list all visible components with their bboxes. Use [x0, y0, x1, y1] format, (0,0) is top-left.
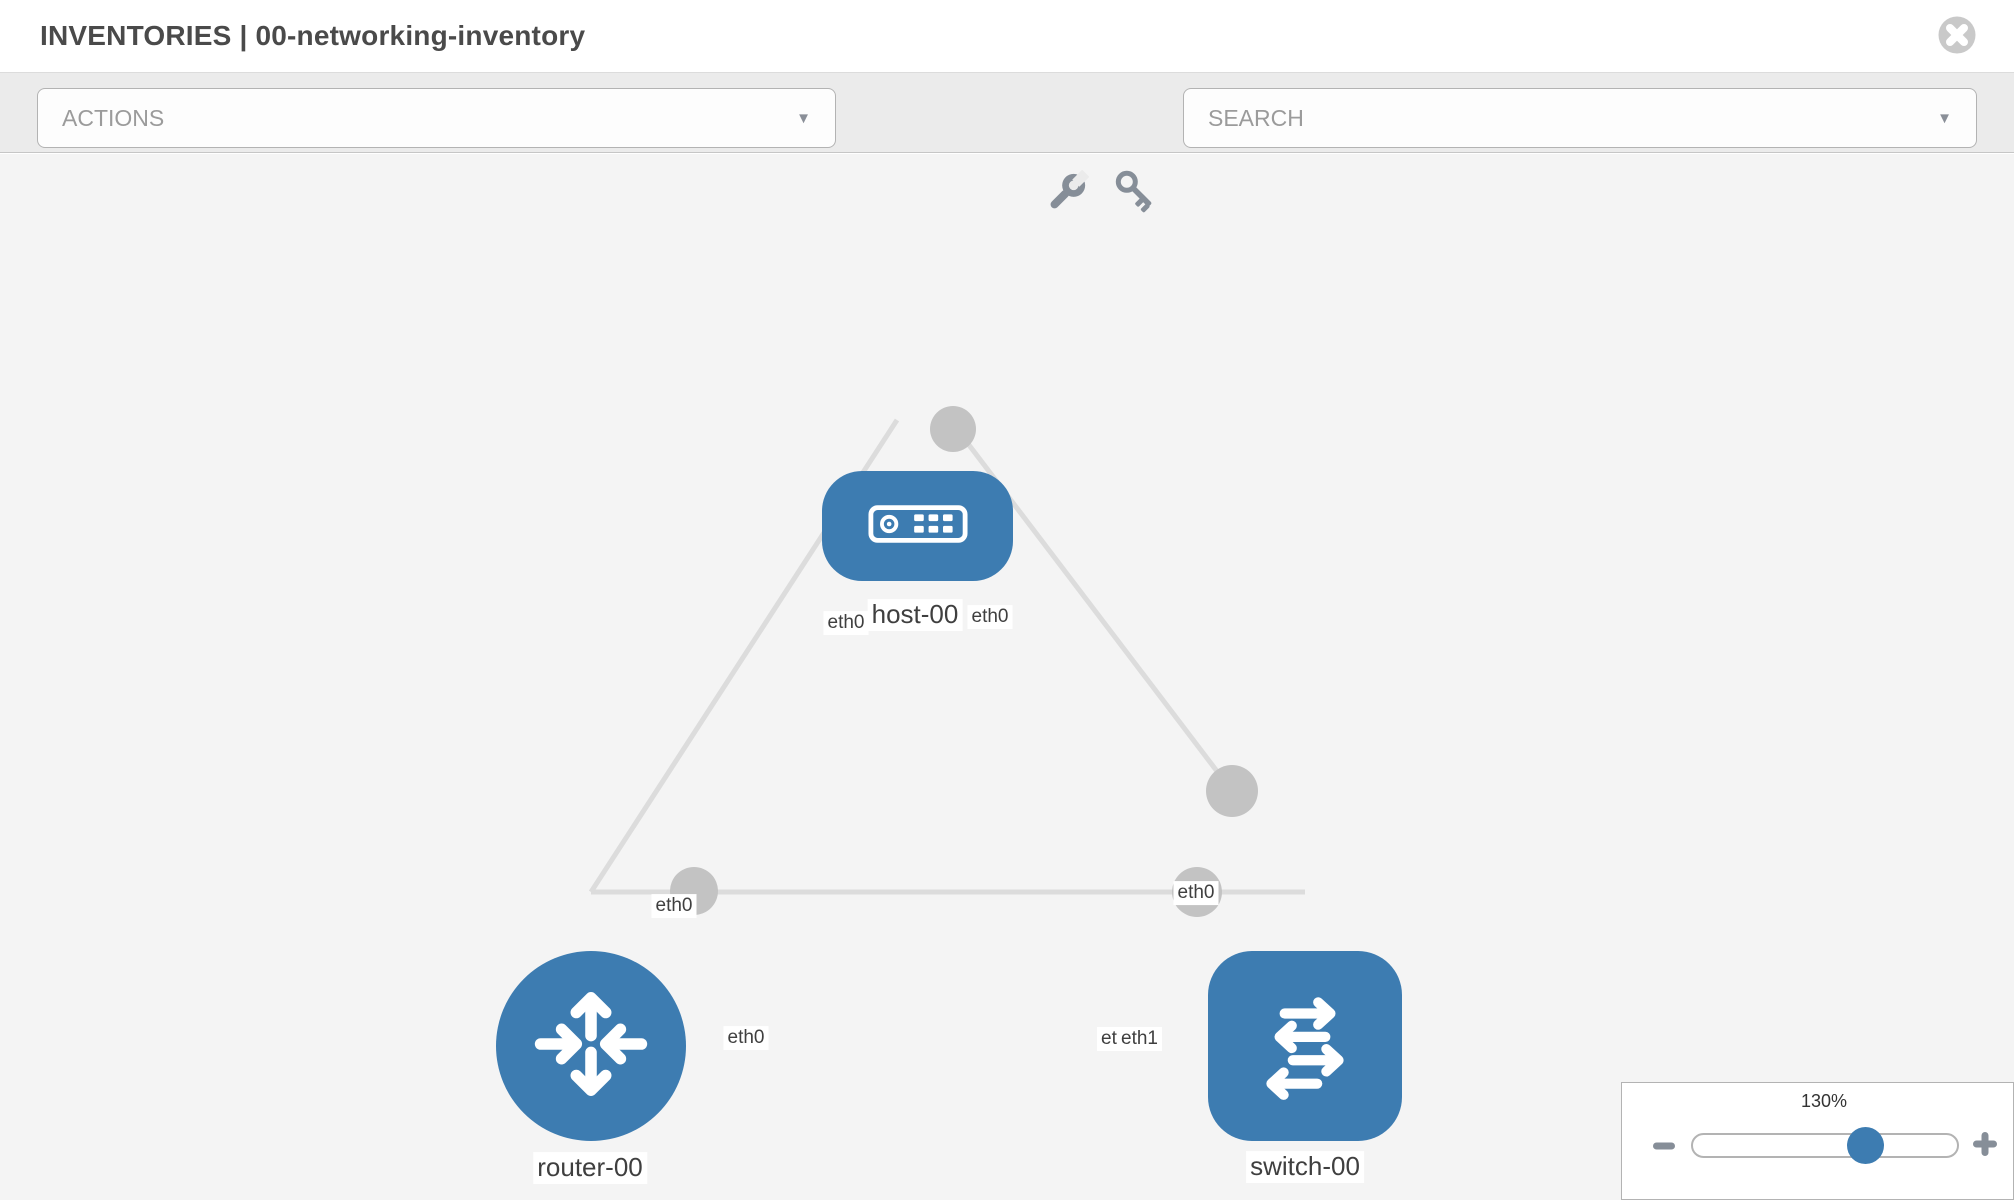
zoom-slider-handle[interactable] [1847, 1127, 1884, 1164]
if-label-switch-eth1-over: eth1 [1117, 1027, 1162, 1051]
if-label-host-eth0-left: eth0 [823, 611, 869, 635]
zoom-slider-track[interactable] [1691, 1133, 1959, 1158]
zoom-control-panel: 130% [1621, 1082, 2014, 1200]
key-icon [1112, 170, 1160, 219]
search-dropdown-label: SEARCH [1208, 104, 1304, 131]
if-label-router-eth0-top: eth0 [651, 894, 697, 918]
close-button[interactable] [1938, 16, 1976, 54]
search-dropdown[interactable]: SEARCH ▼ [1183, 88, 1977, 148]
zoom-in-button[interactable] [1971, 1130, 1999, 1158]
configure-button[interactable] [1044, 167, 1092, 215]
topology-links-layer [588, 406, 1305, 917]
if-label-host-eth0-right: eth0 [967, 605, 1013, 629]
router-icon [528, 981, 654, 1112]
titlebar: INVENTORIES | 00-networking-inventory [0, 0, 2014, 72]
node-host-00[interactable] [822, 471, 1013, 581]
if-label-switch-eth0-top: eth0 [1173, 881, 1219, 905]
plus-icon [1971, 1132, 1999, 1162]
topology-canvas[interactable]: host-00 router-00 switch-00 eth0 eth0 et… [0, 154, 2014, 1200]
chevron-down-icon: ▼ [1937, 109, 1952, 127]
connector-switch-eth0[interactable] [1206, 765, 1258, 817]
node-label-router: router-00 [533, 1152, 647, 1184]
zoom-out-button[interactable] [1651, 1133, 1677, 1159]
actions-dropdown[interactable]: ACTIONS ▼ [37, 88, 836, 148]
close-icon [1938, 16, 1976, 58]
connector-host-eth0[interactable] [930, 406, 976, 452]
wrench-icon [1044, 169, 1092, 219]
host-icon [867, 503, 968, 550]
actions-dropdown-label: ACTIONS [62, 104, 165, 131]
page-title: INVENTORIES | 00-networking-inventory [40, 20, 586, 51]
node-label-host: host-00 [867, 599, 963, 631]
if-label-router-eth0-right: eth0 [723, 1026, 769, 1050]
node-switch-00[interactable] [1208, 951, 1402, 1141]
zoom-level-value: 130% [1800, 1091, 1848, 1111]
credentials-button[interactable] [1112, 167, 1160, 215]
minus-icon [1651, 1142, 1677, 1163]
toolbar: ACTIONS ▼ [0, 72, 2014, 213]
switch-icon [1244, 983, 1366, 1110]
chevron-down-icon: ▼ [796, 109, 811, 127]
node-label-switch: switch-00 [1246, 1151, 1364, 1183]
node-router-00[interactable] [496, 951, 686, 1141]
